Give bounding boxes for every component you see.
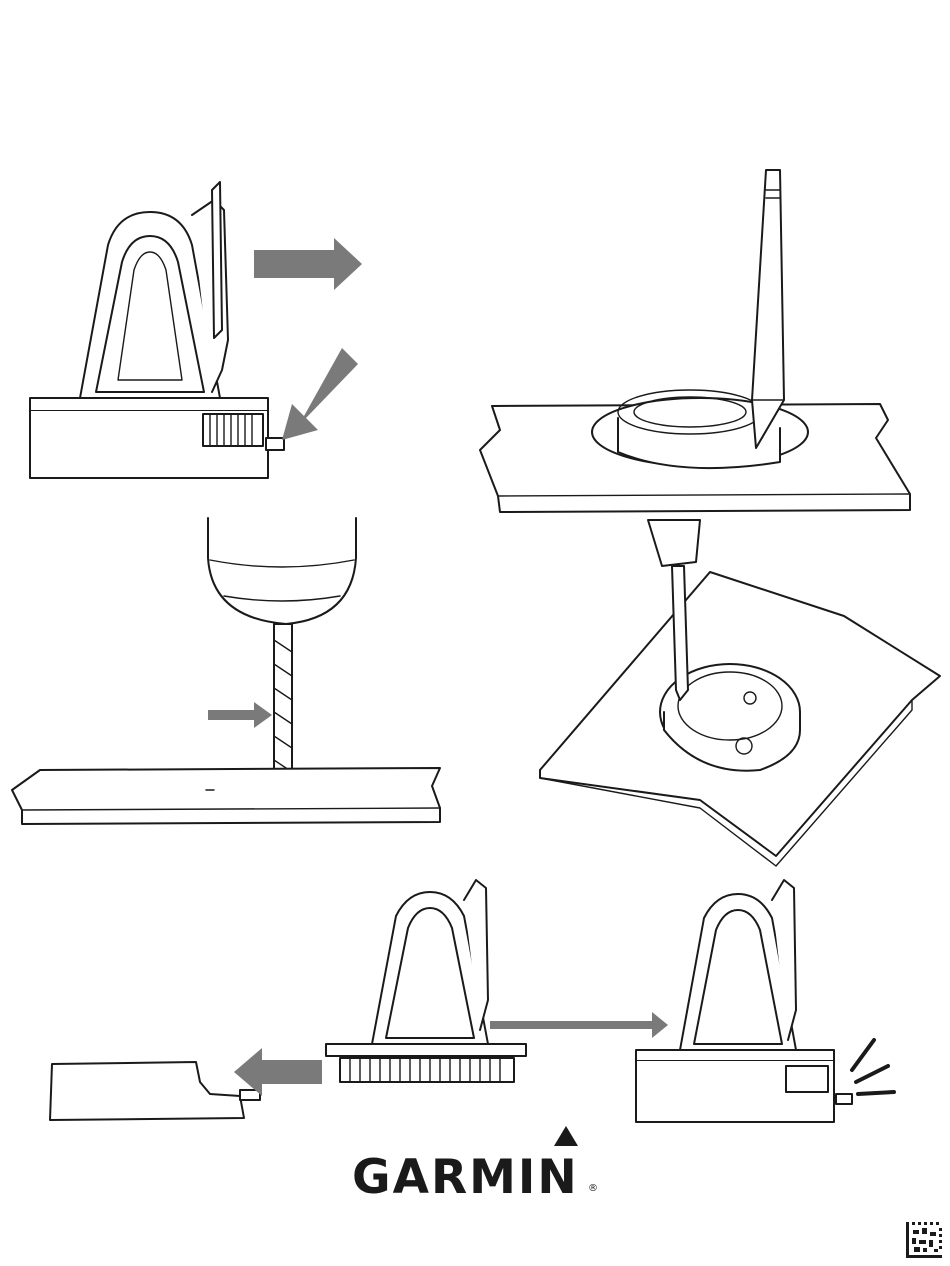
step-screw-base-illustration	[540, 520, 940, 866]
registered-mark: ®	[588, 1183, 598, 1194]
click-lines-icon	[852, 1040, 894, 1094]
arrow-right-icon	[208, 702, 272, 728]
step-drill-holes-illustration	[12, 518, 440, 824]
triangle-icon	[554, 1126, 578, 1146]
arrow-right-icon	[254, 238, 362, 290]
arrow-down-left-icon	[282, 348, 358, 440]
arrow-right-icon	[490, 1012, 668, 1038]
arrow-left-icon	[234, 1048, 322, 1096]
step-snap-mount-illustration	[636, 880, 894, 1122]
step-remove-base-illustration	[30, 182, 362, 478]
step-detach-cover-illustration	[50, 880, 668, 1120]
datamatrix-code-icon	[906, 1222, 942, 1258]
step-mark-holes-illustration	[480, 170, 910, 512]
garmin-logo: GARMIN	[352, 1148, 592, 1208]
